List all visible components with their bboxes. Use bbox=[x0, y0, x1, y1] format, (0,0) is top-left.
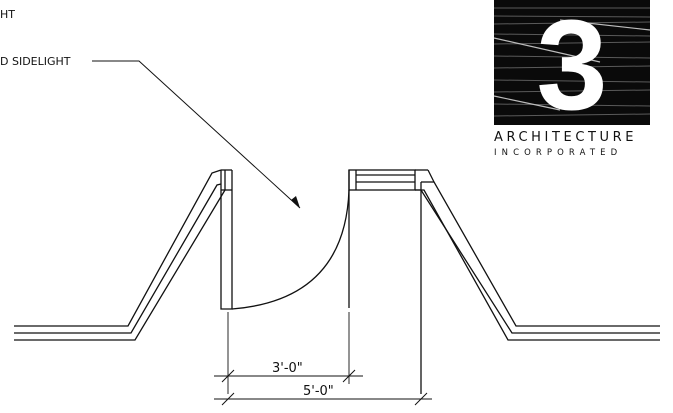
logo-wordmark-line1: ARCHITECTURE bbox=[494, 130, 637, 145]
sidelight-leader bbox=[92, 60, 301, 209]
opening-dimension-label: 3'-0" bbox=[272, 361, 303, 376]
company-logo: 3 bbox=[493, 0, 651, 137]
dimension-lines bbox=[214, 369, 432, 406]
left-wall bbox=[14, 169, 226, 341]
overall-dimension-label: 5'-0" bbox=[303, 384, 334, 399]
extension-lines bbox=[227, 312, 350, 394]
right-wall bbox=[415, 169, 660, 394]
right-sidelight bbox=[348, 169, 428, 191]
logo-numeral: 3 bbox=[536, 0, 607, 137]
door-swing-arc bbox=[231, 189, 350, 310]
door-swing bbox=[231, 170, 350, 310]
logo-wordmark-line2: INCORPORATED bbox=[494, 148, 622, 158]
left-jamb bbox=[220, 169, 233, 310]
sidelight-label: D SIDELIGHT bbox=[0, 55, 71, 68]
partial-note-text: HT bbox=[0, 8, 15, 21]
